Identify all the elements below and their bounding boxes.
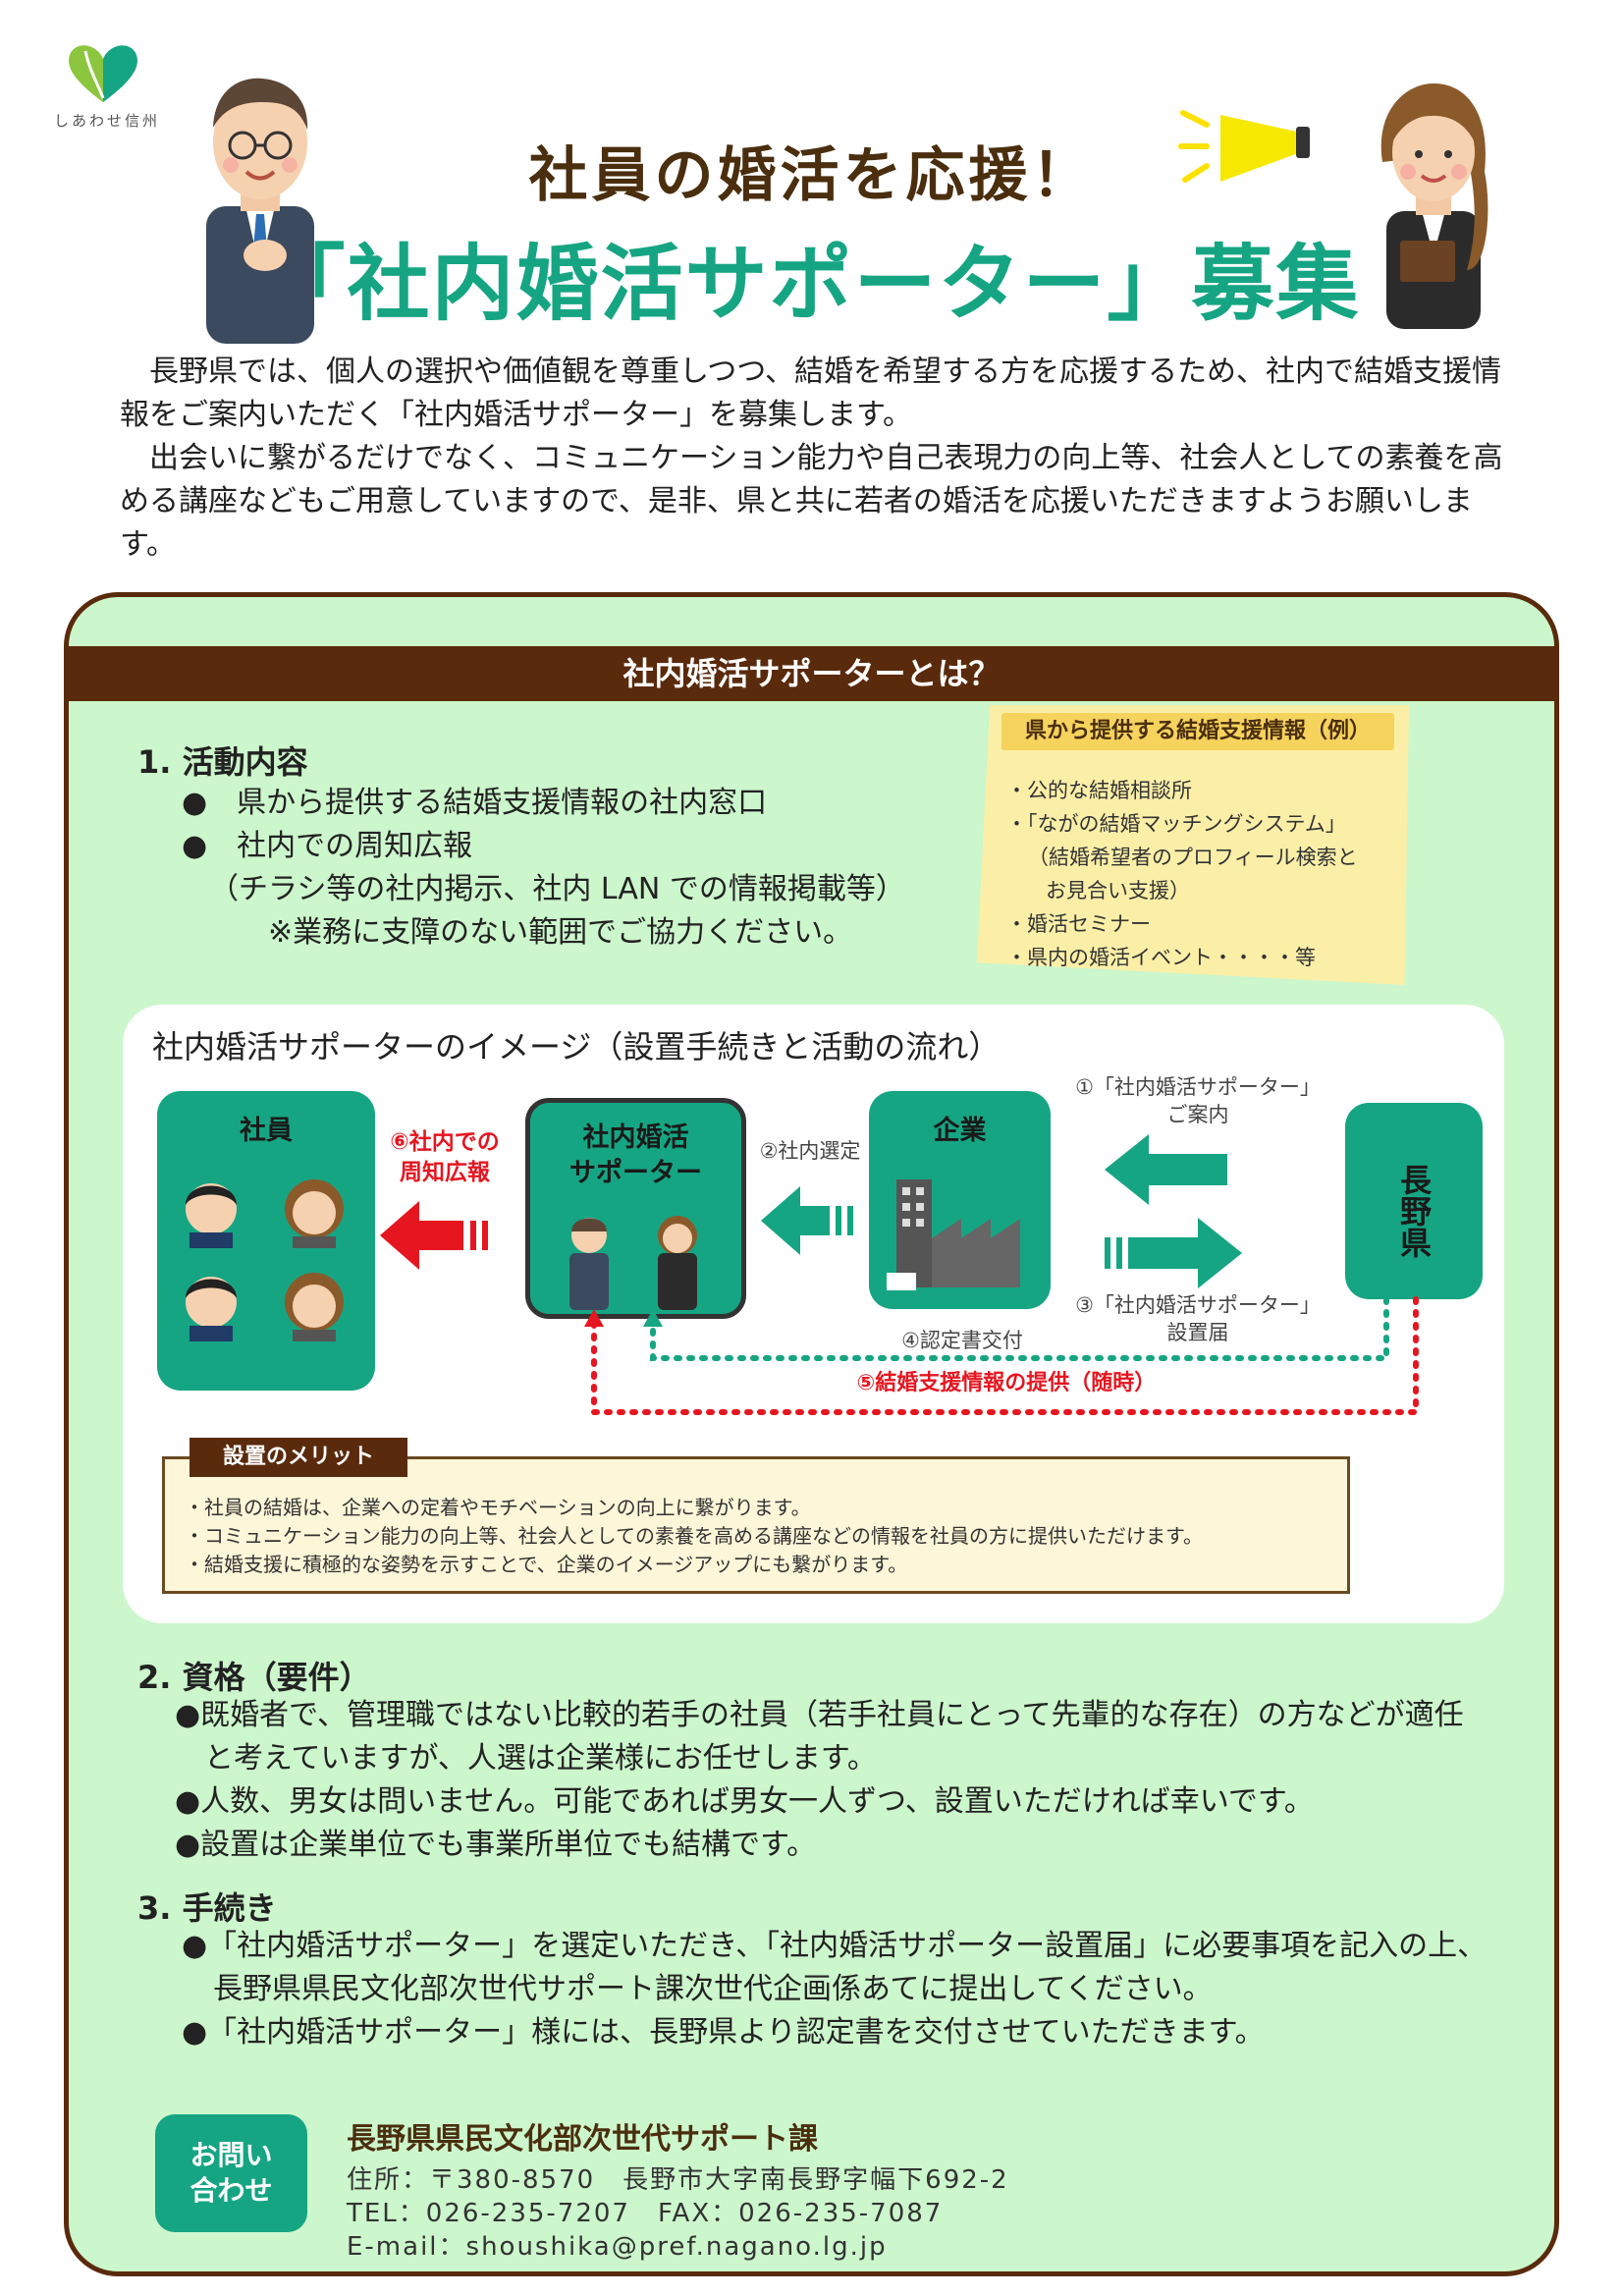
nagano-pref-label: 長野県: [1395, 1164, 1433, 1258]
logo-text: しあわせ信州: [54, 112, 161, 130]
section3-body: ●「社内婚活サポーター」を選定いただき、「社内婚活サポーター設置届」に必要事項を…: [182, 1925, 1554, 2054]
section2-bullet-3: ●設置は企業単位でも事業所単位でも結構です。: [175, 1828, 817, 1862]
section2-bullet-2: ●人数、男女は問いません。可能であれば男女一人ずつ、設置いただければ幸いです。: [175, 1784, 1314, 1819]
supporter-label-line1: 社内婚活: [582, 1122, 689, 1153]
step6-label: ⑥社内での 周知広報: [376, 1127, 514, 1188]
step3-line2: 設置届: [1166, 1321, 1229, 1344]
section3-title: 3. 手続き: [137, 1889, 277, 1927]
intro-paragraph-2: 出会いに繋がるだけでなく、コミュニケーション能力や自己表現力の向上等、社会人とし…: [120, 441, 1503, 562]
section1-body: ● 県から提供する結婚支援情報の社内窓口 ● 社内での周知広報 （チラシ等の社内…: [182, 782, 1026, 955]
section3-bullet-1b: 長野県県民文化部次世代サポート課次世代企画係あてに提出してください。: [213, 1972, 1213, 2006]
section1-bullet-1: ● 県から提供する結婚支援情報の社内窓口: [182, 786, 768, 820]
red-arrow-left-icon: [380, 1201, 488, 1270]
nagano-pref-box: 長野県: [1345, 1103, 1483, 1299]
section3-bullet-2: ●「社内婚活サポーター」様には、長野県より認定書を交付させていただきます。: [182, 2015, 1265, 2050]
note-item: ・婚活セミナー: [1006, 912, 1151, 936]
merit-item: ・コミュニケーション能力の向上等、社会人としての素養を高める講座などの情報を社員…: [185, 1524, 1203, 1548]
businesswoman-illustration: [1380, 83, 1488, 329]
section1-sub-1: （チラシ等の社内掲示、社内 LAN での情報掲載等）: [209, 872, 905, 906]
note-list: ・公的な結婚相談所 ・「ながの結婚マッチングシステム」 （結婚希望者のプロフィー…: [1006, 774, 1358, 974]
section1-title: 1. 活動内容: [137, 743, 308, 781]
contact-button-line2: 合わせ: [189, 2174, 273, 2207]
section3-bullet-1a: ●「社内婚活サポーター」を選定いただき、「社内婚活サポーター設置届」に必要事項を…: [182, 1929, 1488, 1963]
step5-label: ⑤結婚支援情報の提供（随時）: [856, 1371, 1157, 1395]
step6-line2: 周知広報: [400, 1160, 490, 1185]
merit-item: ・結婚支援に積極的な姿勢を示すことで、企業のイメージアップにも繋がります。: [185, 1553, 908, 1576]
section2-body: ●既婚者で、管理職ではない比較的若手の社員（若手社員にとって先輩的な存在）の方な…: [175, 1694, 1549, 1867]
merit-list: ・社員の結婚は、企業への定着やモチベーションの向上に繋がります。 ・コミュニケー…: [185, 1494, 1203, 1579]
panel-heading: 社内婚活サポーターとは？: [69, 646, 1554, 701]
contact-email[interactable]: E-mail：shoushika@pref.nagano.lg.jp: [347, 2232, 888, 2262]
flow-diagram: 社内婚活サポーターのイメージ（設置手続きと活動の流れ） 社員: [123, 1005, 1504, 1623]
green-arrow-right-icon: [1105, 1218, 1242, 1288]
logo: しあわせ信州: [54, 37, 162, 131]
info-panel: 社内婚活サポーターとは？ 1. 活動内容 ● 県から提供する結婚支援情報の社内窓…: [64, 592, 1559, 2276]
green-arrow-left-icon: [761, 1186, 853, 1255]
intro-paragraph-1: 長野県では、個人の選択や価値観を尊重しつつ、結婚を希望する方を応援するため、社内…: [120, 355, 1501, 432]
step1-line2: ご案内: [1166, 1103, 1229, 1126]
step4-label: ④認定書交付: [901, 1329, 1023, 1352]
supporter-figures-icon: [569, 1216, 697, 1310]
note-item: ・「ながの結婚マッチングシステム」: [1006, 812, 1346, 836]
step3-label: ③「社内婚活サポーター」 設置届: [1065, 1291, 1330, 1346]
employees-box: 社員: [157, 1091, 375, 1391]
supporter-label-line2: サポーター: [569, 1158, 702, 1188]
flow-connector-lines: [584, 1296, 1419, 1415]
supporter-box: 社内婚活 サポーター: [525, 1098, 746, 1319]
contact-address: 住所：〒380-8570 長野市大字南長野字幅下692-2: [347, 2165, 1009, 2195]
step1-label: ①「社内婚活サポーター」 ご案内: [1065, 1073, 1330, 1128]
main-title: 社員の婚活を応援！: [528, 141, 1095, 210]
step3-line1: ③「社内婚活サポーター」: [1075, 1293, 1321, 1317]
company-box: 企業: [869, 1091, 1051, 1309]
contact-org: 長野県県民文化部次世代サポート課: [347, 2122, 818, 2157]
merit-item: ・社員の結婚は、企業への定着やモチベーションの向上に繋がります。: [185, 1496, 811, 1519]
employees-label: 社員: [240, 1116, 293, 1146]
section1-bullet-2: ● 社内での周知広報: [182, 829, 473, 863]
contact-info: 長野県県民文化部次世代サポート課 住所：〒380-8570 長野市大字南長野字幅…: [347, 2114, 1427, 2264]
support-info-note: 県から提供する結婚支援情報（例） ・公的な結婚相談所 ・「ながの結婚マッチングシ…: [977, 705, 1409, 985]
step1-line1: ①「社内婚活サポーター」: [1075, 1075, 1321, 1099]
factory-icon: [887, 1179, 1020, 1290]
note-background: [977, 705, 1409, 985]
merit-box: 設置のメリット ・社員の結婚は、企業への定着やモチベーションの向上に繋がります。…: [162, 1438, 1350, 1594]
green-arrow-left-icon: [1105, 1134, 1227, 1205]
merit-tab: 設置のメリット: [189, 1438, 408, 1477]
flow-title: 社内婚活サポーターのイメージ（設置手続きと活動の流れ）: [152, 1028, 1001, 1066]
company-label: 企業: [933, 1116, 987, 1146]
recruit-title: 「社内婚活サポーター」募集: [262, 236, 1361, 332]
section2-bullet-1a: ●既婚者で、管理職ではない比較的若手の社員（若手社員にとって先輩的な存在）の方な…: [175, 1698, 1464, 1732]
heart-logo-icon: [69, 45, 137, 102]
contact-button[interactable]: お問い 合わせ: [155, 2114, 307, 2232]
businessman-illustration: [206, 78, 314, 344]
supporter-label: 社内婚活 サポーター: [530, 1121, 741, 1191]
note-item: ・公的な結婚相談所: [1006, 779, 1192, 802]
section1-sub-2: ※業務に支障のない範囲でご協力ください。: [268, 915, 853, 950]
note-item: （結婚希望者のプロフィール検索と: [1028, 846, 1358, 869]
note-item: お見合い支援）: [1046, 879, 1190, 902]
section2-title: 2. 資格（要件）: [137, 1659, 371, 1696]
section2-bullet-1b: と考えていますが、人選は企業様にお任せします。: [204, 1741, 877, 1776]
note-heading: 県から提供する結婚支援情報（例）: [1001, 713, 1394, 750]
megaphone-icon: [1178, 110, 1310, 183]
contact-tel: TEL：026-235-7207 FAX：026-235-7087: [347, 2199, 944, 2228]
contact-button-line1: お問い: [189, 2139, 273, 2171]
step6-line1: ⑥社内での: [390, 1129, 500, 1155]
employee-faces-icon: [186, 1179, 344, 1341]
step2-label: ②社内選定: [759, 1139, 861, 1163]
note-item: ・県内の婚活イベント・・・・等: [1006, 946, 1316, 969]
